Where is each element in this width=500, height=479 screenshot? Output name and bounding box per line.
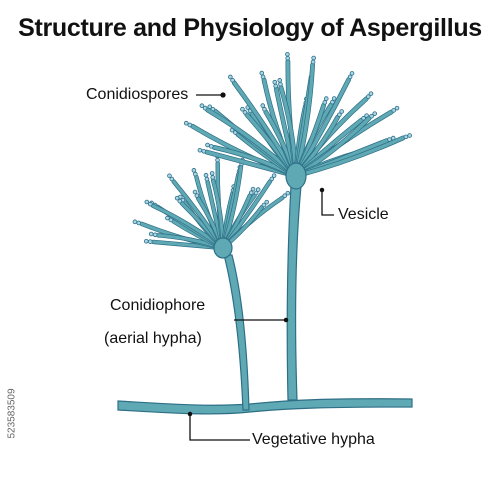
vegetative-hypha-leader-line [189, 416, 250, 441]
conidiospore [144, 199, 150, 205]
conidiospore [136, 220, 142, 226]
vesicle-label: Vesicle [338, 206, 389, 223]
conidiospore [215, 157, 220, 163]
conidiospore [192, 189, 198, 195]
large-vesicle [285, 162, 307, 190]
conidiospore [269, 176, 275, 182]
aerial-hypha-label: (aerial hypha) [104, 330, 202, 347]
conidiospore [361, 115, 366, 121]
conidiospore [285, 52, 290, 57]
conidiospore [407, 133, 412, 138]
conidiospore [205, 142, 210, 148]
conidiospore [193, 171, 198, 177]
conidiospore [250, 186, 256, 192]
conidiospore [147, 201, 153, 207]
conidiospore [143, 238, 149, 244]
large-phialide-chains [183, 52, 412, 179]
conidiospore [323, 96, 329, 101]
conidiospore [339, 109, 344, 114]
conidiospore [347, 74, 353, 80]
conidiospore [204, 176, 210, 182]
conidiospore [183, 120, 189, 126]
conidiospore [228, 74, 233, 80]
conidiospore [169, 176, 175, 182]
conidiospore [148, 231, 154, 237]
conidiospore [199, 103, 205, 109]
conidiospore [152, 232, 158, 238]
conidiospore [255, 187, 261, 192]
conidiospore [368, 91, 374, 96]
conidiospore [177, 198, 183, 204]
conidiospore [366, 94, 371, 99]
conidiospore [264, 199, 270, 205]
conidiospore [262, 106, 267, 112]
conidiospore [240, 106, 245, 112]
conidiospores-label: Conidiospores [86, 86, 189, 103]
conidiospore [330, 99, 335, 105]
conidiophore-label: Conidiophore [110, 297, 206, 314]
conidiospore [201, 148, 207, 154]
conidiospore [230, 77, 235, 83]
conidiospore [285, 55, 290, 61]
conidiospore [272, 79, 278, 85]
conidiospore [191, 168, 197, 173]
conidiophore-leader-dot [283, 317, 289, 323]
conidiospore [174, 195, 180, 201]
side-id-text: 523583509 [6, 388, 18, 439]
conidiospore [203, 172, 209, 178]
conidiospore [278, 81, 283, 87]
conidiospore [372, 111, 378, 116]
conidiospore [248, 190, 254, 196]
conidiospore [331, 96, 337, 101]
conidiospore [277, 78, 283, 83]
conidiospore [209, 171, 215, 176]
conidiospore [322, 100, 328, 105]
vegetative-hypha-leader-dot [187, 411, 193, 417]
conidiospore [202, 105, 208, 111]
conidiospore [187, 122, 193, 128]
conidiospore [197, 147, 203, 153]
large-conidiophore-stalk [286, 185, 302, 401]
conidiospore [285, 190, 291, 196]
conidiospore [394, 105, 400, 111]
conidiospore [391, 108, 396, 113]
conidiospore [403, 134, 409, 140]
conidiospore [260, 74, 266, 80]
conidiospore [261, 202, 267, 208]
conidiospore [337, 112, 342, 118]
conidiospore [210, 175, 216, 180]
conidiospore [282, 193, 288, 199]
conidiospore [260, 103, 266, 108]
conidiospore [311, 55, 316, 61]
vegetative-hypha-label: Vegetative hypha [252, 431, 375, 448]
conidiospore [165, 215, 170, 221]
conidiospore [310, 59, 316, 65]
conidiospore [167, 173, 172, 179]
small-conidiophore-stalk [223, 254, 250, 411]
conidiospore [132, 219, 138, 225]
vesicle-leader-line [321, 192, 334, 216]
small-vesicle [213, 237, 233, 259]
vesicle-leader-dot [319, 187, 325, 193]
conidiospore [253, 190, 259, 196]
conidiospore [369, 113, 374, 119]
conidiospores-leader-dot [220, 92, 226, 98]
phialide [294, 136, 405, 178]
conidiospore [273, 83, 278, 89]
conidiospore [259, 70, 265, 76]
conidiospore [271, 173, 277, 178]
conidiospore [242, 110, 248, 115]
vegetative-hypha-shape [117, 398, 413, 415]
conidiospore [194, 193, 200, 198]
conidiospore [208, 144, 214, 149]
conidiospore [147, 239, 153, 244]
conidiospore [349, 71, 355, 76]
diagram-title: Structure and Physiology of Aspergillus [18, 14, 482, 42]
